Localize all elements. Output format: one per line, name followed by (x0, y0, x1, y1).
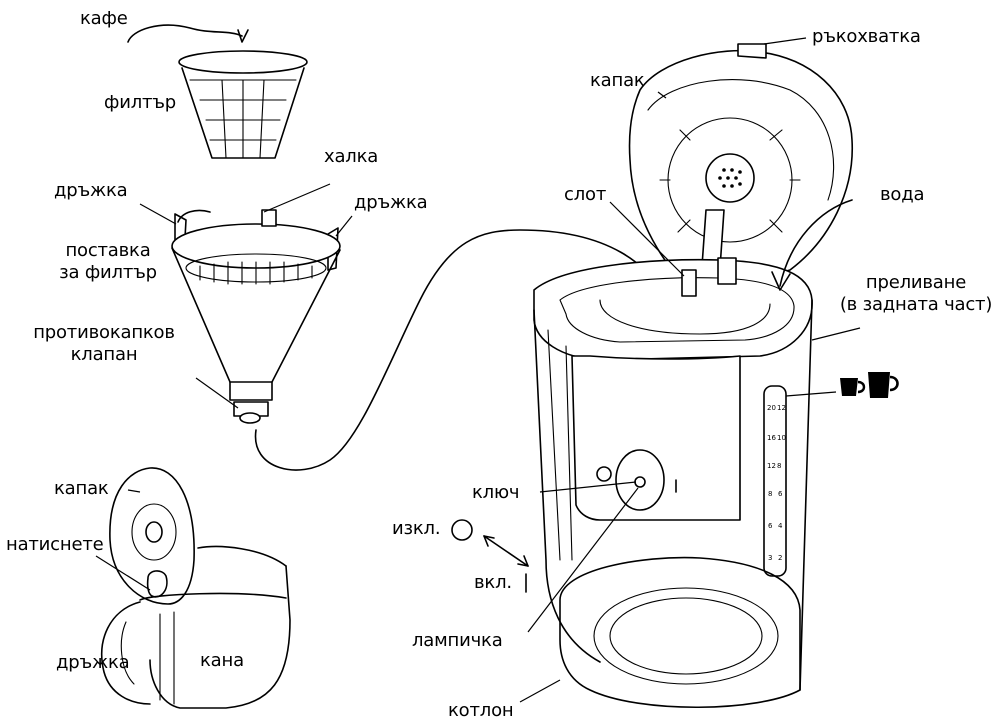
gauge-left-1: 16 (767, 434, 776, 442)
label-filter-holder-line1: поставка (65, 240, 151, 261)
label-handle-left: дръжка (54, 180, 128, 201)
gauge-left-4: 6 (768, 522, 773, 530)
label-antidrip-line1: противокапков (33, 322, 175, 343)
label-jug-handle: дръжка (56, 652, 130, 673)
off-circle-icon (451, 519, 473, 541)
label-filter-holder-line2: за филтър (59, 262, 157, 283)
connecting-curve (254, 229, 671, 471)
shower-head-holes (718, 168, 742, 188)
label-slot: слот (564, 184, 607, 205)
label-filter-holder: поставка за филтър (48, 240, 168, 284)
label-antidrip-valve: противокапков клапан (14, 322, 194, 366)
gauge-right-4: 4 (778, 522, 783, 530)
label-jug: кана (200, 650, 244, 671)
label-handle-right: дръжка (354, 192, 428, 213)
label-switch: ключ (472, 482, 520, 503)
coffee-maker-drawing (533, 43, 854, 709)
label-overflow-line2: (в задната част) (839, 294, 993, 315)
water-gauge-scale: 20 12 16 10 12 8 8 6 6 4 3 2 (767, 404, 786, 562)
label-ring: халка (324, 146, 379, 167)
large-cup-icon (868, 372, 899, 398)
filter-holder-drawing (171, 209, 341, 424)
label-lid: капак (590, 70, 645, 91)
gauge-left-3: 8 (768, 490, 772, 498)
gauge-right-1: 10 (777, 434, 786, 442)
filter-drawing (127, 24, 308, 159)
label-press: натиснете (6, 534, 104, 555)
gauge-left-2: 12 (767, 462, 776, 470)
gauge-left-0: 20 (767, 404, 776, 412)
jug-drawing (100, 467, 291, 709)
small-cup-icon (840, 378, 866, 396)
label-jug-lid: капак (54, 478, 109, 499)
gauge-right-2: 8 (777, 462, 781, 470)
label-antidrip-line2: клапан (70, 344, 138, 365)
gauge-left-5: 3 (768, 554, 772, 562)
leader-lines (95, 37, 861, 703)
label-off: изкл. (392, 518, 441, 539)
gauge-right-5: 2 (778, 554, 782, 562)
gauge-right-0: 12 (777, 404, 786, 412)
label-coffee: кафе (80, 8, 128, 29)
label-lamp: лампичка (412, 630, 503, 651)
label-overflow-line1: преливане (865, 272, 967, 293)
label-filter: филтър (104, 92, 177, 113)
label-hotplate: котлон (448, 700, 514, 721)
gauge-right-3: 6 (778, 490, 783, 498)
label-grip: ръкохватка (812, 26, 921, 47)
label-on: вкл. (474, 572, 512, 593)
label-overflow: преливане (в задната част) (828, 272, 1004, 316)
label-water: вода (880, 184, 925, 205)
